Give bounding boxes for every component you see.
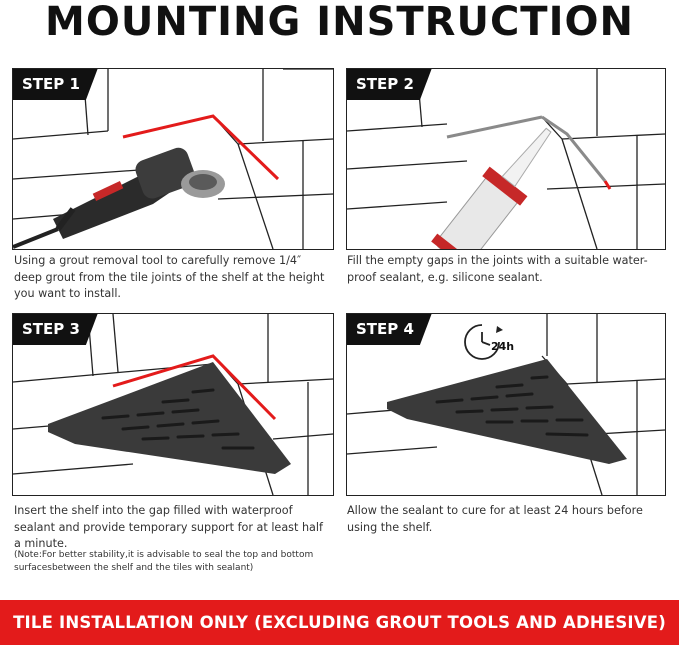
step-1-description: Using a grout removal tool to carefully …: [14, 254, 325, 300]
page-title: MOUNTING INSTRUCTION: [45, 0, 634, 45]
step-4-illustration: [347, 314, 665, 495]
bottom-banner: TILE INSTALLATION ONLY (EXCLUDING GROUT …: [0, 600, 679, 645]
step-4-panel: 24h STEP 4: [346, 313, 666, 496]
clock-24h-label: 24h: [491, 340, 515, 353]
step-3-note: (Note:For better stability,it is advisab…: [14, 550, 314, 573]
step-4-badge: STEP 4: [347, 314, 432, 345]
step-2-badge: STEP 2: [347, 69, 432, 100]
angle-grinder-icon: [13, 147, 225, 249]
corner-shelf-icon: [387, 359, 627, 464]
step-1-illustration: [13, 69, 333, 249]
corner-shelf-icon: [48, 362, 291, 474]
step-2-illustration: [347, 69, 665, 249]
step-1-panel: STEP 1: [12, 68, 334, 250]
step-4-description: Allow the sealant to cure for at least 2…: [347, 504, 643, 534]
step-2-panel: STEP 2: [346, 68, 666, 250]
step-1-badge: STEP 1: [13, 69, 98, 100]
step-2-description: Fill the empty gaps in the joints with a…: [347, 254, 648, 284]
caulk-gun-icon: [431, 127, 552, 249]
clock-24h-icon: [464, 324, 503, 360]
step-3-badge: STEP 3: [13, 314, 98, 345]
step-3-panel: STEP 3: [12, 313, 334, 496]
banner-text: TILE INSTALLATION ONLY (EXCLUDING GROUT …: [13, 613, 666, 632]
step-3-illustration: [13, 314, 333, 495]
step-3-description: Insert the shelf into the gap filled wit…: [14, 504, 323, 550]
